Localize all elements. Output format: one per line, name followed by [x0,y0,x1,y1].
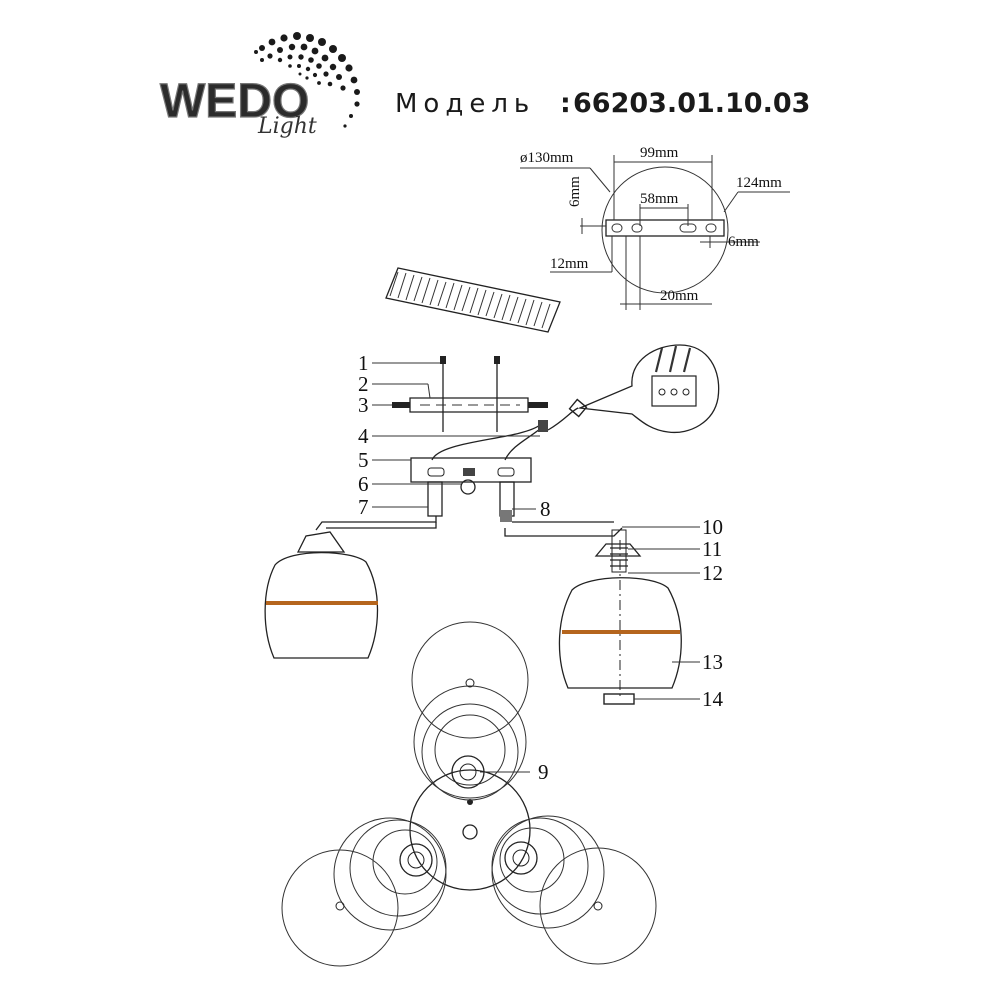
bracket-assembly [392,344,720,522]
model-separator: : [560,88,571,119]
model-header: Модель : 66203.01.10.03 [395,88,810,119]
callout-7: 7 [358,495,369,519]
callout-4: 4 [358,424,369,448]
callout-2: 2 [358,372,369,396]
ceiling-plate-circle [601,166,729,294]
right-arm-shade [504,521,682,705]
callout-1: 1 [358,351,369,375]
callout-8: 8 [540,497,551,521]
callout-3: 3 [358,393,369,417]
dim-width: 99mm [640,145,679,161]
callout-9: 9 [538,760,549,784]
callout-6: 6 [358,472,369,496]
callout-5: 5 [358,448,369,472]
canopy [410,457,532,483]
callout-13: 13 [702,650,723,674]
ceiling-hatch [385,267,561,333]
callout-leaders [372,362,700,773]
dim-bracket: 124mm [736,175,782,191]
dim-offset: 12mm [550,256,589,272]
dim-diameter: ø130mm [520,150,574,166]
top-view [281,621,657,967]
model-number: 66203.01.10.03 [573,88,810,119]
mounting-bracket [605,219,725,237]
callout-11: 11 [702,537,722,561]
dim-side: 6mm [728,234,759,250]
mounting-plate-drawing: ø130mm 99mm 6mm 58mm 124mm 6mm 12mm 20mm [520,145,790,310]
left-arm-shade [264,516,437,659]
dim-slot: 58mm [640,191,679,207]
brand-sub: Light [257,114,317,139]
brand-name: WEDO [160,75,309,128]
model-label: Модель [395,89,535,119]
dim-depth: 20mm [660,288,699,304]
callout-numbers: 1 2 3 4 5 6 7 8 9 10 11 12 13 14 [358,351,724,784]
logo-dots [254,32,360,128]
callout-12: 12 [702,561,723,585]
callout-14: 14 [702,687,724,711]
callout-10: 10 [702,515,723,539]
dim-height: 6mm [567,176,583,207]
brand-logo: WEDO Light [159,32,360,139]
